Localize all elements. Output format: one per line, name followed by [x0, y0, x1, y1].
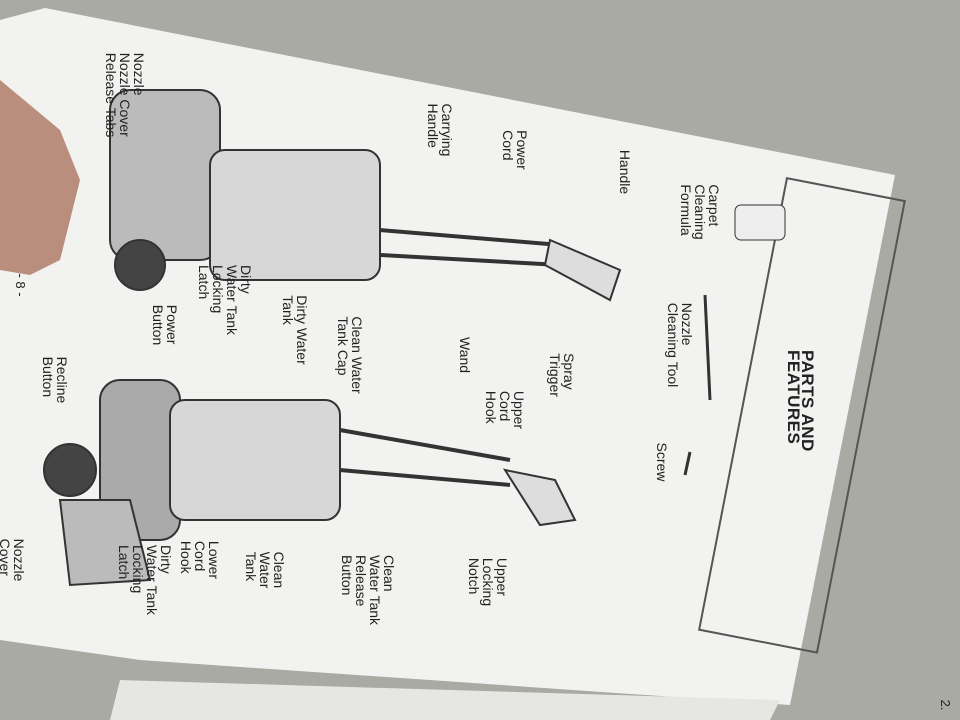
label-recline-button: Recline Button [40, 356, 70, 404]
label-spray-trigger: Spray Trigger [547, 353, 577, 397]
label-carrying-handle: Carrying Handle [425, 103, 455, 157]
page-number: - 8 - [13, 273, 28, 297]
label-screw: Screw [654, 442, 670, 482]
label-power-cord: Power Cord [500, 130, 530, 170]
label-lower-cord-hook: Lower Cord Hook [178, 540, 222, 580]
title-box [698, 176, 906, 654]
next-page-number: 2. [938, 699, 953, 711]
vacuum-illustration-2 [43, 379, 577, 587]
label-dirty-water-tank-latch-2: Dirty Water Tank Locking Latch [116, 544, 174, 616]
formula-bottle [734, 204, 786, 241]
hand [0, 80, 80, 275]
label-power-button: Power Button [150, 304, 180, 346]
label-upper-cord-hook: Upper Cord Hook [483, 390, 527, 430]
screw [683, 451, 692, 476]
label-clean-water-tank-release: Clean Water Tank Release Button [339, 554, 397, 626]
label-upper-locking-notch: Upper Locking Notch [466, 557, 510, 607]
next-page [110, 680, 780, 720]
nozzle-cleaning-tool [703, 294, 712, 401]
label-carpet-formula: Carpet Cleaning Formula [678, 184, 722, 240]
label-handle: Handle [617, 149, 633, 195]
label-clean-water-tank: Clean Water Tank [243, 551, 287, 589]
label-nozzle-cover-release-tabs: Nozzle Nozzle Cover Release Tabs [103, 52, 147, 138]
label-dirty-water-tank: Dirty Water Tank [280, 295, 310, 365]
label-dirty-water-tank-latch: Dirty Water Tank Locking Latch [196, 264, 254, 336]
label-clean-water-tank-cap: Clean Water Tank Cap [335, 316, 365, 394]
vacuum-illustration-1 [109, 89, 622, 302]
page-title: PARTS AND FEATURES [784, 350, 817, 452]
label-nozzle-cover: Nozzle Cover [0, 538, 27, 582]
label-nozzle-cleaning-tool: Nozzle Cleaning Tool [665, 302, 695, 388]
label-wand: Wand [457, 336, 473, 374]
